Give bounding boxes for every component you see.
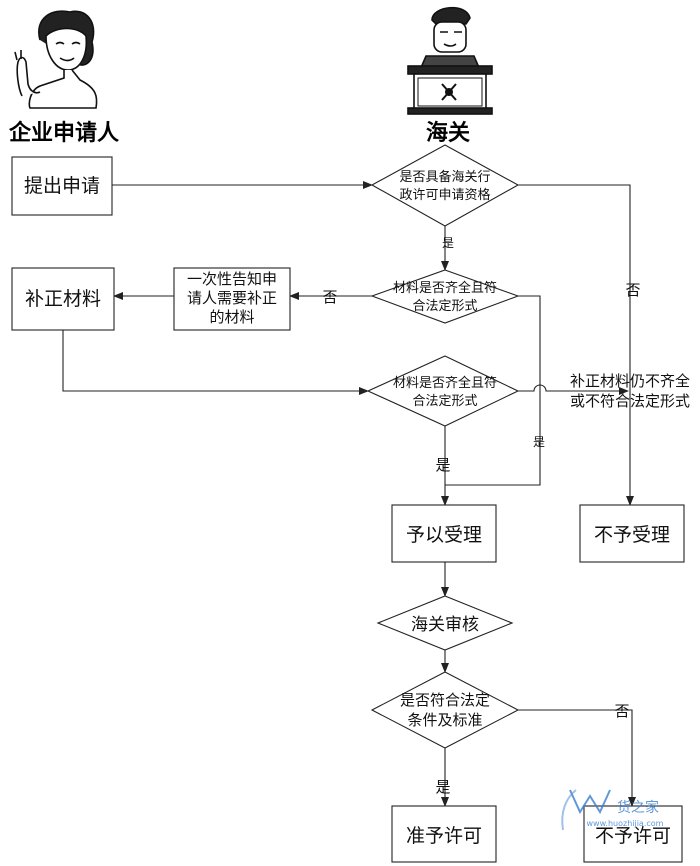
edge-materials-yes (445, 295, 541, 486)
node-q-materials-2: 材料是否齐全且符 合法定形式 (366, 355, 520, 427)
node-accept-label: 予以受理 (406, 524, 482, 546)
edge-labels: 是 否 否 是 是 补正材料仍不齐全 或不符合法定形式 是 否 (322, 236, 690, 796)
node-grant: 准予许可 (391, 805, 497, 863)
watermark-brand: 货之家 (617, 799, 659, 816)
edge-not-eligible (518, 184, 634, 506)
node-deny-label: 不予许可 (595, 825, 671, 847)
q-materials-1-line-1: 材料是否齐全且符 (393, 280, 497, 296)
notify-line-2: 请人需要补正 (187, 289, 277, 307)
label-still-incomplete-line-1: 补正材料仍不齐全 (570, 372, 690, 390)
node-reject-accept-label: 不予受理 (594, 524, 670, 546)
q-standard-line-2: 条件及标准 (407, 711, 482, 729)
node-review-label: 海关审核 (411, 615, 479, 635)
node-submit: 提出申请 (11, 156, 113, 216)
edge-standard-no (518, 709, 636, 807)
node-accept: 予以受理 (391, 504, 497, 563)
label-yes-3: 是 (435, 456, 450, 474)
node-q-standard: 是否符合法定 条件及标准 (370, 671, 520, 749)
actor-applicant: 企业申请人 (8, 120, 119, 146)
notify-line-1: 一次性告知申 (187, 270, 277, 288)
node-submit-label: 提出申请 (24, 175, 100, 197)
node-q-materials-1: 材料是否齐全且符 合法定形式 (370, 269, 520, 324)
q-materials-1-line-2: 合法定形式 (412, 299, 477, 314)
customs-emblem-icon (441, 83, 457, 101)
label-yes-4: 是 (435, 778, 450, 796)
q-materials-2-line-1: 材料是否齐全且符 (393, 375, 497, 391)
watermark: 货之家 www.huozhijia.com (561, 789, 664, 831)
watermark-site: www.huozhijia.com (587, 819, 664, 828)
node-q-eligible: 是否具备海关行 政许可申请资格 (370, 144, 520, 227)
node-reject-accept: 不予受理 (579, 504, 685, 563)
label-no-3: 否 (614, 702, 629, 720)
label-yes-1: 是 (442, 236, 454, 250)
actor-customs: 海关 (426, 120, 470, 146)
customs-officer-icon (407, 6, 493, 115)
node-supplement-label: 补正材料 (25, 288, 101, 310)
node-notify: 一次性告知申 请人需要补正 的材料 (173, 267, 291, 331)
node-deny: 不予许可 (583, 805, 683, 863)
q-standard-line-1: 是否符合法定 (400, 691, 490, 709)
label-no-1: 否 (625, 281, 640, 299)
node-grant-label: 准予许可 (406, 825, 482, 847)
label-no-2: 否 (322, 288, 337, 306)
node-supplement: 补正材料 (11, 267, 115, 331)
flow-edges (62, 181, 636, 807)
applicant-avatar-icon (14, 10, 98, 109)
q-eligible-line-2: 政许可申请资格 (399, 187, 490, 203)
label-yes-2: 是 (533, 435, 545, 449)
edge-supplement-to-check (62, 330, 369, 395)
q-eligible-line-1: 是否具备海关行 (399, 169, 490, 185)
label-still-incomplete-line-2: 或不符合法定形式 (570, 392, 690, 410)
edge-still-incomplete (518, 384, 629, 395)
notify-line-3: 的材料 (209, 308, 254, 326)
watermark-logo-icon (561, 789, 611, 831)
node-review: 海关审核 (376, 595, 514, 651)
q-materials-2-line-2: 合法定形式 (412, 394, 477, 409)
